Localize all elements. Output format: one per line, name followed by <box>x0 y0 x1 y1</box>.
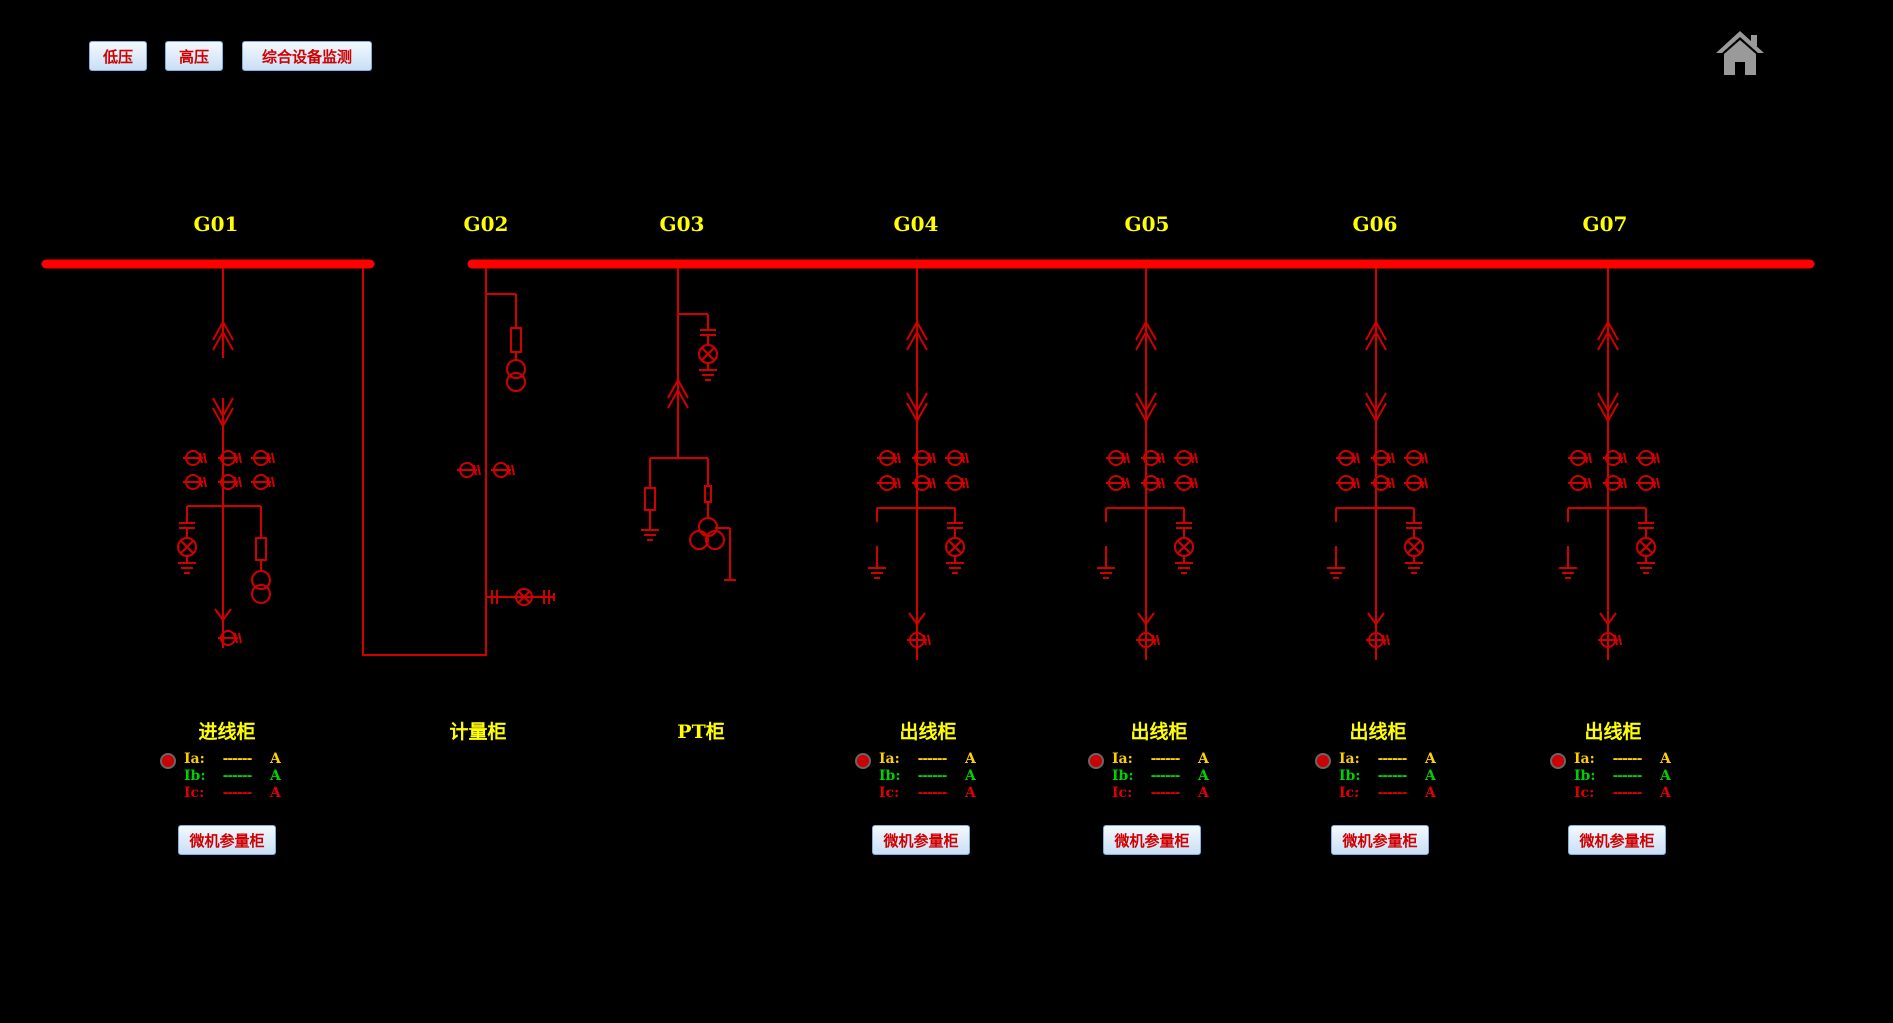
ia-value: ------ <box>917 751 948 767</box>
g04-diagram <box>868 268 968 660</box>
meter-g01: Ia: ------ A Ib: ------ A Ic: ------ A <box>160 751 300 807</box>
ib-label: Ib: <box>184 768 206 784</box>
g01-diagram <box>177 268 275 648</box>
param-button-g04[interactable]: 微机参量柜 <box>872 825 970 855</box>
status-led <box>160 753 176 769</box>
ic-unit: A <box>965 785 976 801</box>
ia-unit: A <box>965 751 976 767</box>
ia-label: Ia: <box>879 751 900 767</box>
ia-label: Ia: <box>1112 751 1133 767</box>
ib-unit: A <box>1198 768 1209 784</box>
param-button-g06[interactable]: 微机参量柜 <box>1331 825 1429 855</box>
g05-diagram <box>1097 268 1197 660</box>
ib-value: ------ <box>1150 768 1181 784</box>
equipment-monitor-button[interactable]: 综合设备监测 <box>242 41 372 71</box>
ib-unit: A <box>1425 768 1436 784</box>
ic-label: Ic: <box>879 785 900 801</box>
cabinet-id-g06: G06 <box>1352 212 1398 236</box>
ic-label: Ic: <box>1339 785 1360 801</box>
cabinet-id-g01: G01 <box>193 212 239 236</box>
ic-unit: A <box>1660 785 1671 801</box>
ia-unit: A <box>270 751 281 767</box>
ib-unit: A <box>270 768 281 784</box>
high-voltage-button[interactable]: 高压 <box>165 41 223 71</box>
ib-label: Ib: <box>1574 768 1596 784</box>
cabinet-id-g07: G07 <box>1582 212 1628 236</box>
cabinet-name-g02: 计量柜 <box>449 721 507 743</box>
ic-value: ------ <box>1612 785 1643 801</box>
ia-value: ------ <box>1150 751 1181 767</box>
cabinet-name-g05: 出线柜 <box>1130 721 1188 743</box>
meter-g07: Ia: ------ A Ib: ------ A Ic: ------ A <box>1550 751 1690 807</box>
meter-g05: Ia: ------ A Ib: ------ A Ic: ------ A <box>1088 751 1228 807</box>
ia-label: Ia: <box>184 751 205 767</box>
cabinet-id-g05: G05 <box>1124 212 1170 236</box>
ia-value: ------ <box>1612 751 1643 767</box>
ia-unit: A <box>1660 751 1671 767</box>
ib-value: ------ <box>222 768 253 784</box>
tie-connection <box>362 268 487 656</box>
cabinet-id-g03: G03 <box>659 212 705 236</box>
cabinet-name-g01: 进线柜 <box>198 721 256 743</box>
status-led <box>1550 753 1566 769</box>
param-button-g05[interactable]: 微机参量柜 <box>1103 825 1201 855</box>
ic-value: ------ <box>222 785 253 801</box>
ia-label: Ia: <box>1339 751 1360 767</box>
ib-value: ------ <box>917 768 948 784</box>
cabinet-id-g04: G04 <box>893 212 939 236</box>
cabinet-name-g07: 出线柜 <box>1584 721 1642 743</box>
ic-label: Ic: <box>1574 785 1595 801</box>
ib-value: ------ <box>1612 768 1643 784</box>
status-led <box>1315 753 1331 769</box>
home-icon[interactable] <box>1714 27 1766 79</box>
ib-label: Ib: <box>879 768 901 784</box>
g03-diagram <box>640 268 736 581</box>
ic-label: Ic: <box>184 785 205 801</box>
ic-unit: A <box>1198 785 1209 801</box>
ic-label: Ic: <box>1112 785 1133 801</box>
ia-value: ------ <box>1377 751 1408 767</box>
cabinet-name-g04: 出线柜 <box>899 721 957 743</box>
g06-diagram <box>1327 268 1427 660</box>
status-led <box>855 753 871 769</box>
ib-unit: A <box>1660 768 1671 784</box>
ia-unit: A <box>1198 751 1209 767</box>
ic-value: ------ <box>917 785 948 801</box>
meter-g04: Ia: ------ A Ib: ------ A Ic: ------ A <box>855 751 995 807</box>
ia-unit: A <box>1425 751 1436 767</box>
meter-g06: Ia: ------ A Ib: ------ A Ic: ------ A <box>1315 751 1455 807</box>
cabinet-name-g06: 出线柜 <box>1349 721 1407 743</box>
low-voltage-button[interactable]: 低压 <box>89 41 147 71</box>
ic-value: ------ <box>1150 785 1181 801</box>
ib-label: Ib: <box>1112 768 1134 784</box>
ia-value: ------ <box>222 751 253 767</box>
cabinet-name-g03: PT柜 <box>677 721 725 743</box>
ia-label: Ia: <box>1574 751 1595 767</box>
ic-value: ------ <box>1377 785 1408 801</box>
ic-unit: A <box>1425 785 1436 801</box>
ib-value: ------ <box>1377 768 1408 784</box>
param-button-g07[interactable]: 微机参量柜 <box>1568 825 1666 855</box>
param-button-g01[interactable]: 微机参量柜 <box>178 825 276 855</box>
ib-unit: A <box>965 768 976 784</box>
status-led <box>1088 753 1104 769</box>
cabinet-id-g02: G02 <box>463 212 509 236</box>
ic-unit: A <box>270 785 281 801</box>
g07-diagram <box>1559 268 1659 660</box>
g02-diagram <box>456 293 555 606</box>
ib-label: Ib: <box>1339 768 1361 784</box>
